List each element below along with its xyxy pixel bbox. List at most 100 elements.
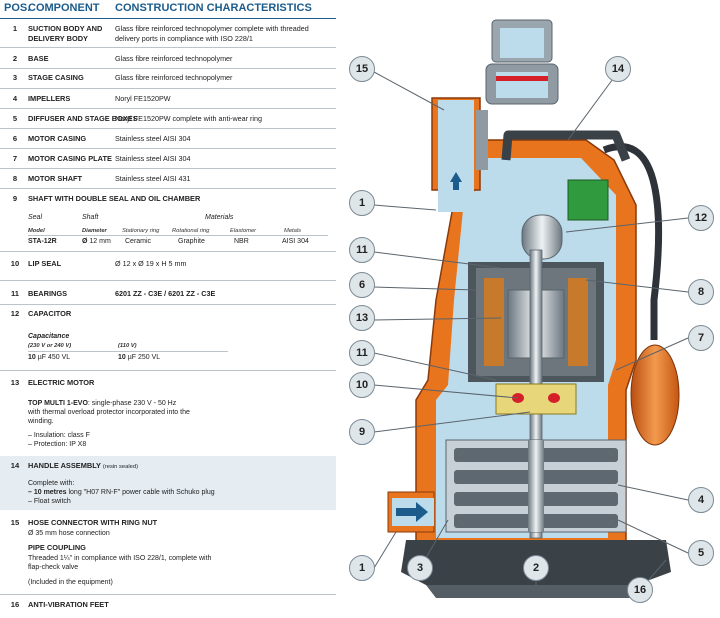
callout-2: 2 bbox=[523, 555, 549, 581]
callout-11-lower: 11 bbox=[349, 340, 375, 366]
row-num: 16 bbox=[10, 600, 20, 609]
row-component: ELECTRIC MOTOR bbox=[28, 378, 95, 387]
capacitor-housing bbox=[567, 179, 609, 221]
row-component: SHAFT WITH DOUBLE SEAL AND OIL CHAMBER bbox=[28, 194, 201, 203]
callout-14: 14 bbox=[605, 56, 631, 82]
callout-4: 4 bbox=[688, 487, 714, 513]
divider bbox=[0, 108, 336, 109]
row-spec: Noryl FE1520PW bbox=[115, 94, 171, 103]
row-component: HANDLE ASSEMBLY bbox=[28, 461, 101, 470]
hose-line4: (Included in the equipment) bbox=[28, 579, 113, 586]
materials-label: Materials bbox=[205, 214, 234, 221]
row-num: 10 bbox=[10, 259, 20, 268]
row-num: 14 bbox=[10, 461, 20, 470]
seal-label: Seal bbox=[28, 214, 43, 221]
divider bbox=[0, 594, 336, 595]
callout-11: 11 bbox=[349, 237, 375, 263]
flow-arrow-up bbox=[450, 172, 462, 182]
header-pos: POS. bbox=[4, 2, 31, 14]
callout-9: 9 bbox=[349, 419, 375, 445]
header-rule bbox=[0, 18, 336, 19]
row-component: SUCTION BODY AND DELIVERY BODY bbox=[28, 24, 103, 43]
voltage-label-1: (230 V or 240 V) bbox=[28, 343, 72, 349]
callout-15: 15 bbox=[349, 56, 375, 82]
delivery-water bbox=[438, 100, 474, 212]
divider bbox=[0, 88, 336, 89]
row-num: 12 bbox=[10, 309, 20, 318]
pump-illustration bbox=[373, 19, 689, 598]
divider bbox=[0, 188, 336, 189]
row-num: 8 bbox=[12, 174, 18, 183]
stationary-value: Ceramic bbox=[125, 238, 152, 245]
capacitance-value-2: 10 bbox=[118, 354, 126, 361]
handle bbox=[501, 130, 631, 162]
row-component: MOTOR CASING bbox=[28, 134, 87, 143]
hose-line1: Ø 35 mm hose connection bbox=[28, 530, 110, 537]
row-spec: Stainless steel AISI 304 bbox=[115, 134, 191, 143]
capacitance-value-1: 10 bbox=[28, 354, 36, 361]
delivery-thread bbox=[476, 110, 488, 170]
callout-1: 1 bbox=[349, 190, 375, 216]
rotational-value: Graphite bbox=[178, 238, 205, 245]
callout-13: 13 bbox=[349, 305, 375, 331]
row-num: 1 bbox=[12, 24, 18, 33]
pump-cutaway-diagram: 15 14 1 12 11 8 6 13 7 11 10 9 4 5 1 3 2… bbox=[336, 0, 720, 613]
divider bbox=[0, 128, 336, 129]
callout-3: 3 bbox=[407, 555, 433, 581]
hose-line3: flap-check valve bbox=[28, 564, 79, 571]
voltage-label-2: (110 V) bbox=[118, 343, 137, 349]
oil-chamber bbox=[495, 383, 577, 415]
hose-line2: Threaded 1¼" in compliance with ISO 228/… bbox=[28, 555, 212, 562]
row-component: CAPACITOR bbox=[28, 309, 72, 318]
divider bbox=[28, 351, 228, 352]
metals-value: AISI 304 bbox=[282, 238, 309, 245]
capacitance-unit-2: µF 250 VL bbox=[125, 354, 161, 361]
divider bbox=[0, 148, 336, 149]
row-num: 6 bbox=[12, 134, 18, 143]
row-component: DIFFUSER AND STAGE BOXES bbox=[28, 114, 138, 123]
motor-insulation: – Insulation: class F bbox=[28, 432, 90, 439]
row-spec: Glass fibre reinforced technopolymer bbox=[115, 73, 233, 82]
flow-arrow-in bbox=[396, 502, 428, 522]
callout-6: 6 bbox=[349, 272, 375, 298]
handle-line2: long "H07 RN-F" power cable with Schuko … bbox=[66, 489, 215, 496]
row-num: 11 bbox=[10, 289, 20, 298]
header-construction: CONSTRUCTION CHARACTERISTICS bbox=[115, 2, 312, 14]
callout-10: 10 bbox=[349, 372, 375, 398]
row-spec: Stainless steel AISI 304 bbox=[115, 154, 191, 163]
divider bbox=[0, 251, 336, 252]
float-switch bbox=[630, 344, 680, 446]
stationary-label: Stationary ring bbox=[122, 228, 160, 234]
rotational-label: Rotational ring bbox=[172, 228, 210, 234]
row-component: LIP SEAL bbox=[28, 259, 62, 268]
row-num: 5 bbox=[12, 114, 18, 123]
divider bbox=[0, 280, 336, 281]
row-spec: Ø 12 x Ø 19 x H 5 mm bbox=[115, 259, 187, 268]
row-num: 4 bbox=[12, 94, 18, 103]
row-num: 7 bbox=[12, 154, 18, 163]
row-component: BEARINGS bbox=[28, 289, 68, 298]
winding-left bbox=[484, 278, 504, 366]
header-component: COMPONENT bbox=[28, 2, 100, 14]
divider bbox=[0, 68, 336, 69]
callout-7: 7 bbox=[688, 325, 714, 351]
row-component: HOSE CONNECTOR WITH RING NUT bbox=[28, 518, 158, 527]
motor-protection: – Protection: IP X8 bbox=[28, 441, 87, 448]
row-component: MOTOR SHAFT bbox=[28, 174, 83, 183]
check-valve bbox=[496, 76, 548, 81]
capacitance-unit-1: µF 450 VL bbox=[35, 354, 71, 361]
pipe-coupling-title: PIPE COUPLING bbox=[28, 543, 86, 552]
row-num: 2 bbox=[12, 54, 18, 63]
divider bbox=[0, 370, 336, 371]
row-component: ANTI-VIBRATION FEET bbox=[28, 600, 109, 609]
motor-line1: : single-phase 230 V - 50 Hz bbox=[87, 400, 177, 407]
motor-line3: winding. bbox=[28, 418, 54, 425]
row-component: MOTOR CASING PLATE bbox=[28, 154, 112, 163]
row-spec: 6201 ZZ - C3E / 6201 ZZ - C3E bbox=[115, 289, 216, 298]
diameter-value: 12 mm bbox=[89, 238, 111, 245]
divider bbox=[0, 168, 336, 169]
motor-line2: with thermal overload protector incorpor… bbox=[28, 409, 190, 416]
row-num: 9 bbox=[12, 194, 18, 203]
leader-lines bbox=[373, 71, 689, 591]
handle-note: (resin sealed) bbox=[102, 464, 139, 470]
